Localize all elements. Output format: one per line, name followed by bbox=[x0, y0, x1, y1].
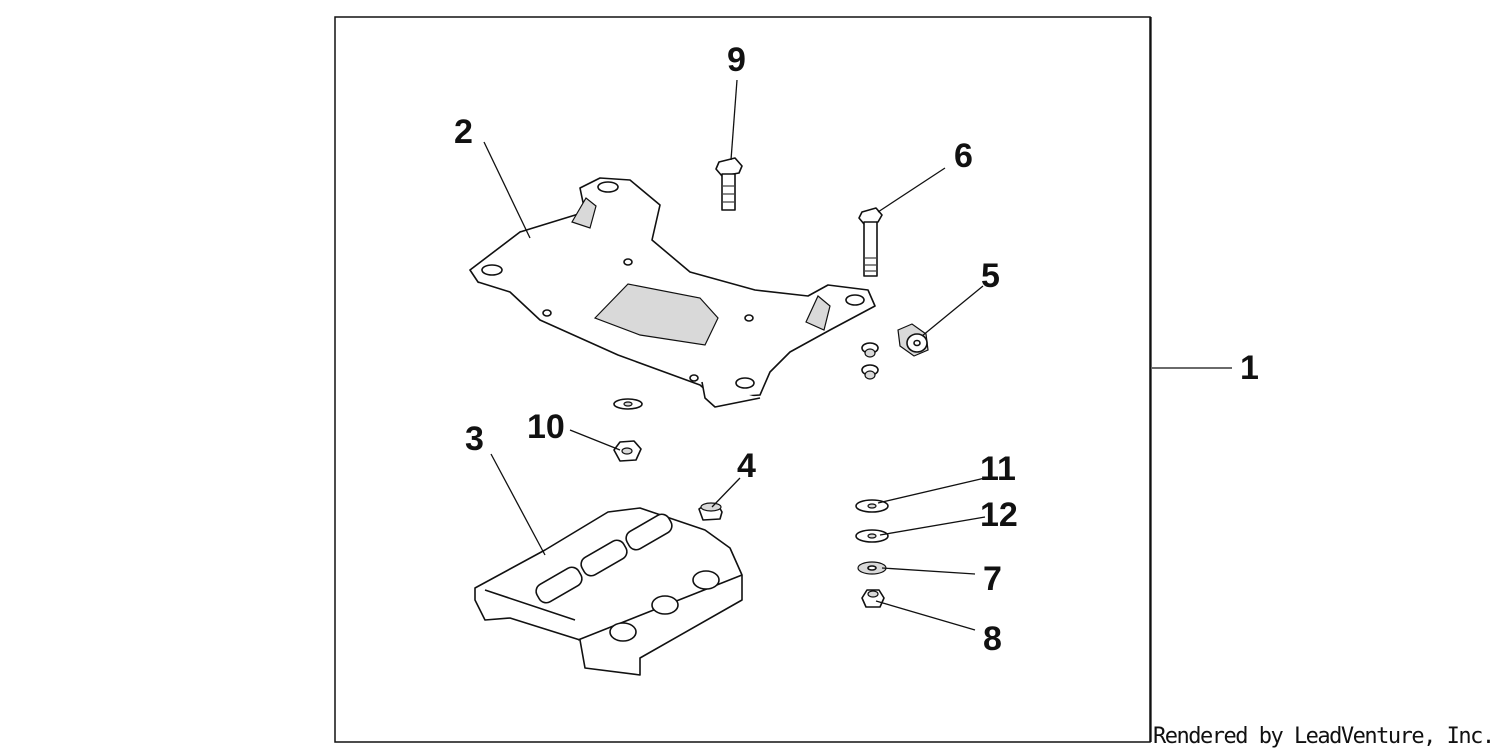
part-9-bolt[interactable] bbox=[715, 157, 743, 211]
part-2-mounting-plate[interactable] bbox=[469, 177, 876, 408]
callout-3: 3 bbox=[465, 420, 484, 458]
part-8-nut[interactable] bbox=[861, 589, 885, 608]
callout-12: 12 bbox=[980, 496, 1018, 534]
callout-8: 8 bbox=[983, 620, 1002, 658]
part-5-bushing[interactable] bbox=[897, 323, 929, 357]
callout-11: 11 bbox=[980, 450, 1016, 488]
render-credit: Rendered by LeadVenture, Inc. bbox=[1153, 724, 1495, 749]
part-3-skid-plate[interactable] bbox=[474, 507, 743, 676]
part-7-washer[interactable] bbox=[857, 561, 887, 575]
callout-2: 2 bbox=[454, 113, 473, 151]
callout-4: 4 bbox=[737, 447, 756, 485]
callout-1: 1 bbox=[1240, 349, 1259, 387]
diagram-frame bbox=[334, 16, 1151, 743]
small-nuts[interactable] bbox=[861, 342, 879, 380]
callout-6: 6 bbox=[954, 137, 973, 175]
callout-5: 5 bbox=[981, 257, 1000, 295]
callout-10: 10 bbox=[527, 408, 565, 446]
leader-lines bbox=[483, 17, 1232, 742]
part-4-cap[interactable] bbox=[698, 502, 723, 521]
callout-9: 9 bbox=[727, 41, 746, 79]
callout-labels: 1 2 3 4 5 6 7 8 9 10 11 12 bbox=[454, 41, 1259, 658]
callout-7: 7 bbox=[983, 560, 1002, 598]
part-10-nut-washer[interactable] bbox=[613, 398, 643, 462]
part-6-bolt[interactable] bbox=[858, 207, 883, 277]
part-12-washer[interactable] bbox=[855, 529, 889, 543]
